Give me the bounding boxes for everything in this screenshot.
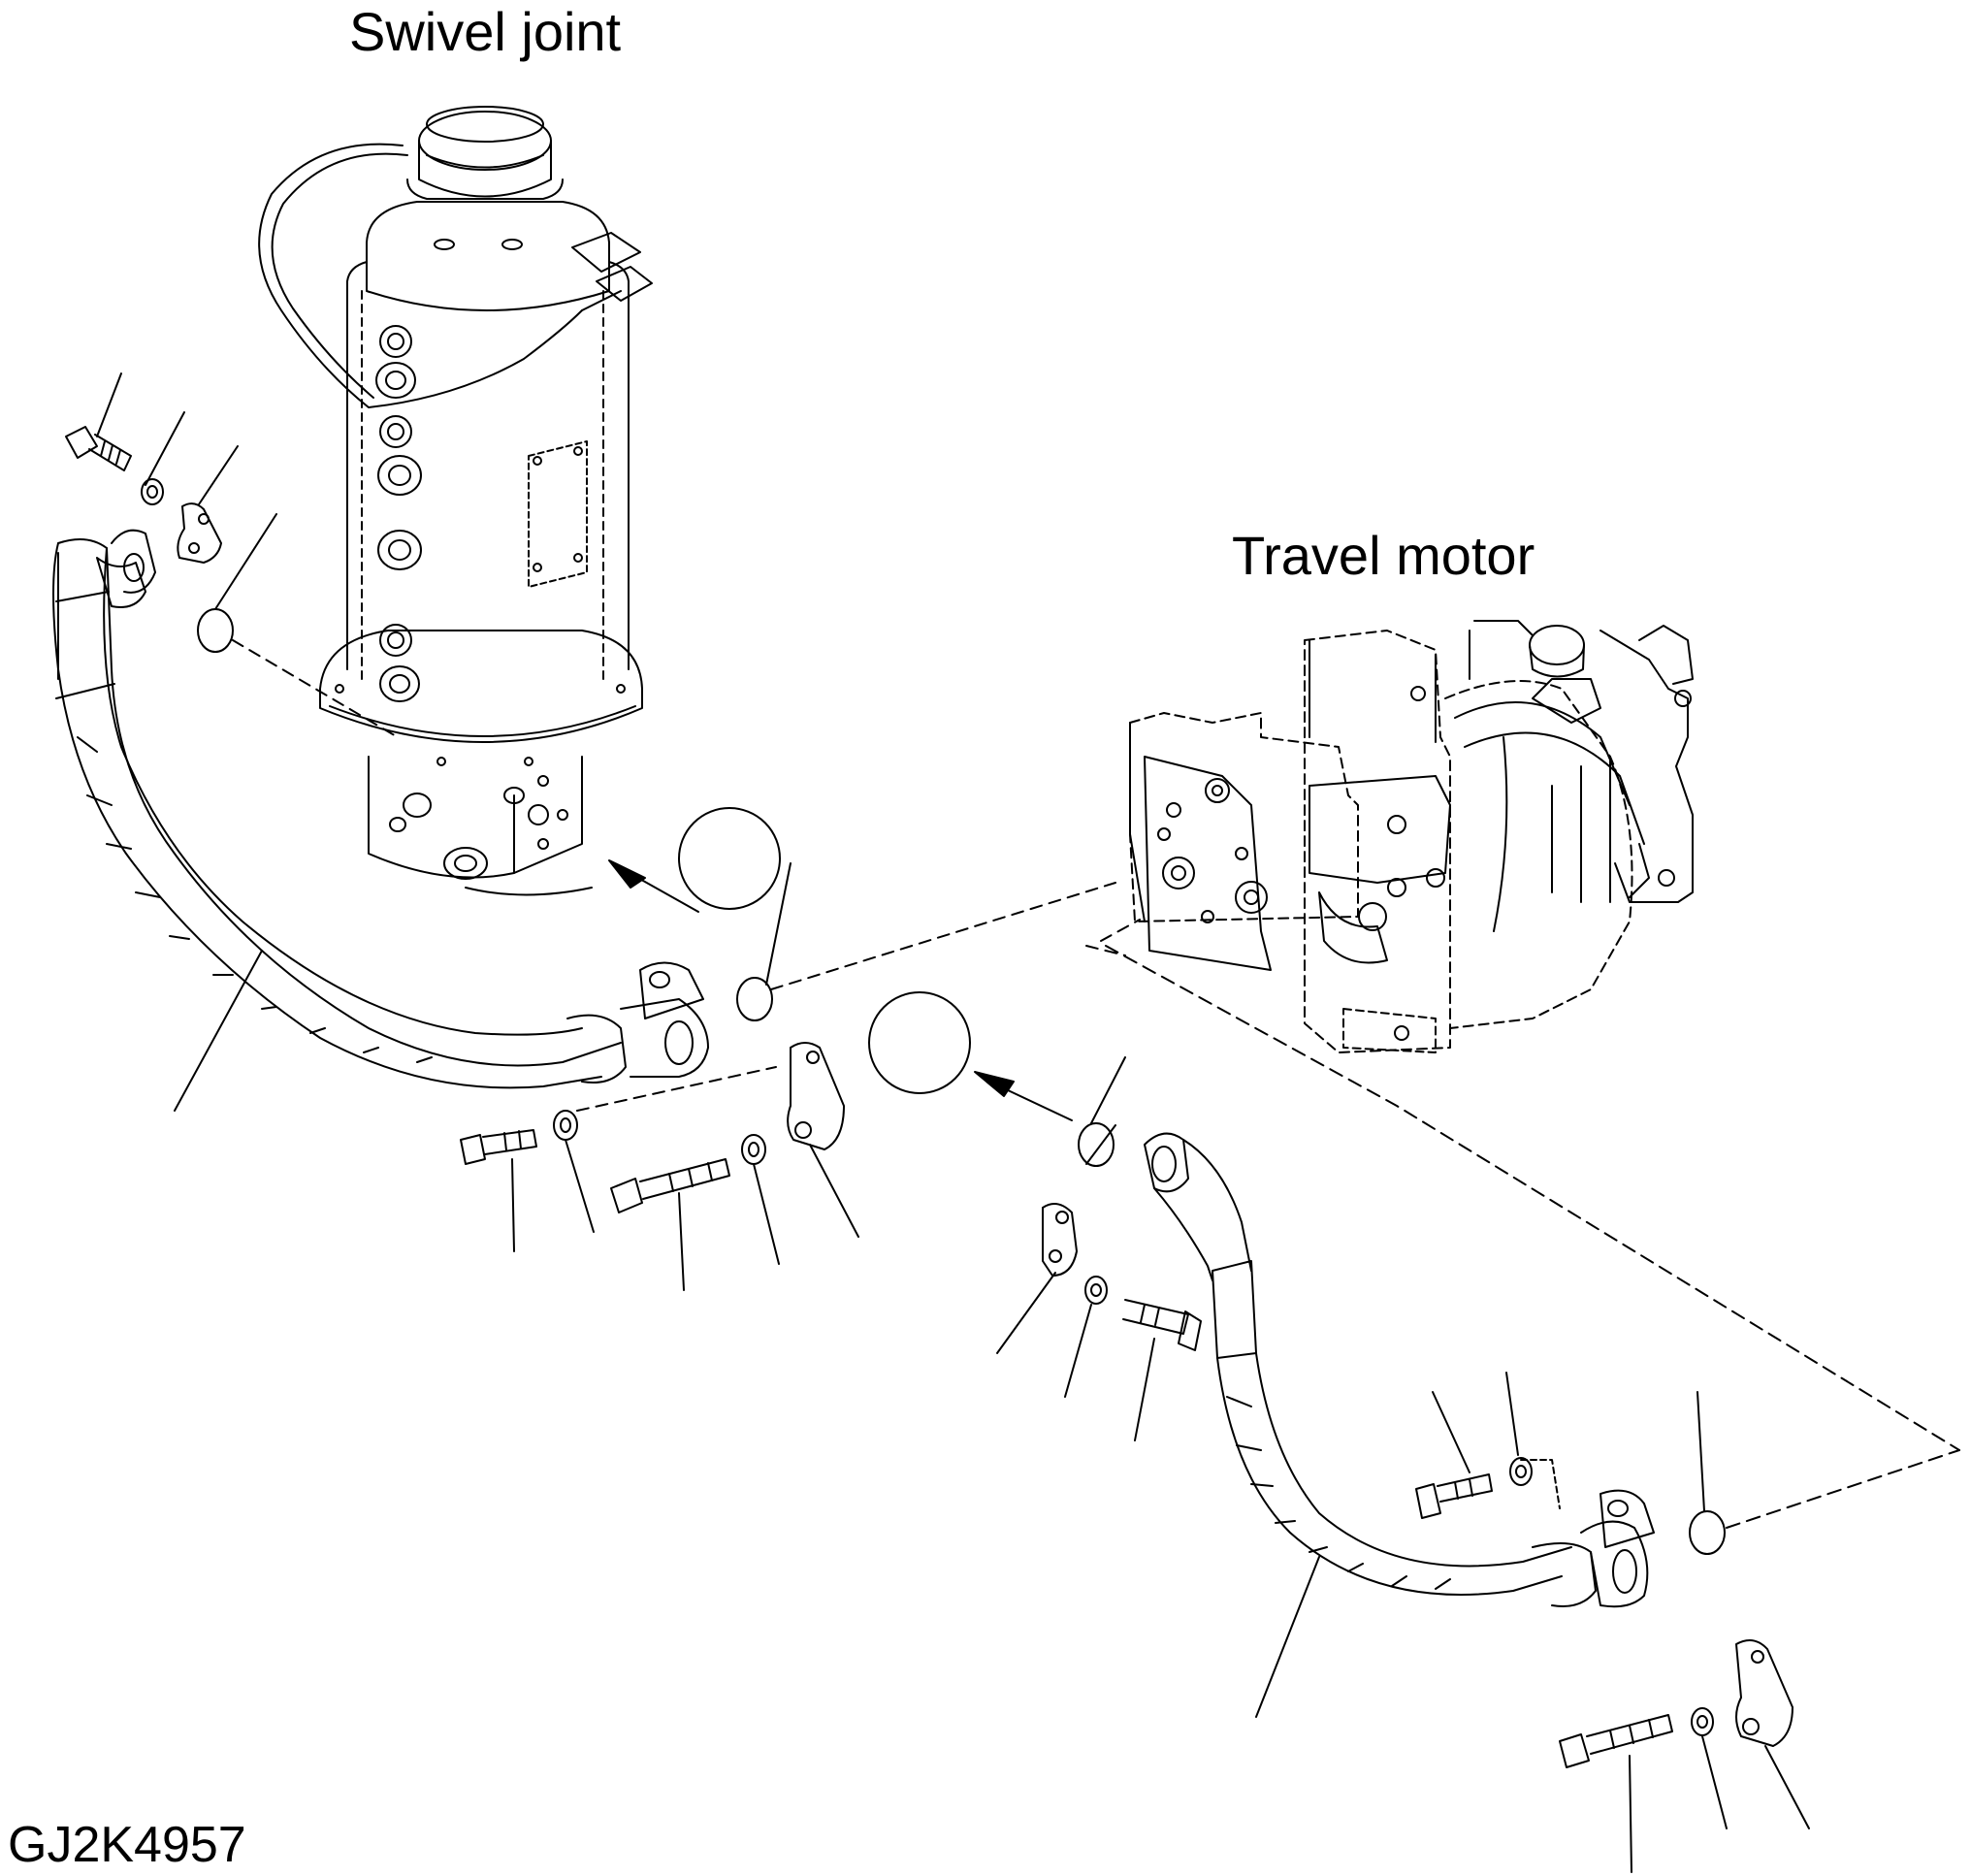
center-orings (609, 808, 1125, 1166)
swivel-joint-label: Swivel joint (349, 1, 622, 62)
right-bottom-fittings (1416, 1373, 1959, 1872)
left-hose (53, 531, 708, 1111)
center-fittings (461, 1043, 858, 1290)
right-center-fittings (997, 1125, 1201, 1440)
travel-motor-label: Travel motor (1232, 525, 1535, 586)
figure-code: GJ2K4957 (8, 1817, 246, 1873)
left-upper-fittings (66, 373, 398, 737)
right-hose (1145, 1134, 1654, 1717)
travel-motor (1086, 621, 1959, 1450)
swivel-joint (259, 107, 652, 895)
